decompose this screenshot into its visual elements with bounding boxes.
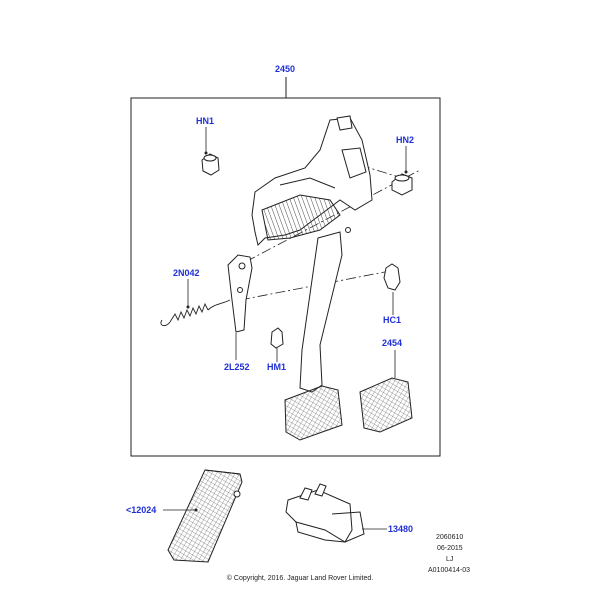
bracket-13480 xyxy=(285,483,365,543)
drawing-ref: A0100414-03 xyxy=(428,567,471,574)
callout-hc1[interactable]: HC1 xyxy=(383,315,402,325)
bracket-2l252 xyxy=(227,254,253,333)
clip-hc1 xyxy=(383,263,401,291)
callout-12024[interactable]: <12024 xyxy=(126,505,157,515)
callout-hn2[interactable]: HN2 xyxy=(396,135,415,145)
copyright-notice: © Copyright, 2016. Jaguar Land Rover Lim… xyxy=(226,575,374,582)
brake-pedal xyxy=(284,231,343,441)
return-spring xyxy=(160,299,231,327)
nut-hn1 xyxy=(201,153,220,176)
clip-hm1 xyxy=(270,327,284,349)
pedal-box-housing xyxy=(251,115,373,246)
accelerator-pedal xyxy=(167,469,243,563)
callout-hm1[interactable]: HM1 xyxy=(267,362,287,372)
callout-hn1[interactable]: HN1 xyxy=(196,116,215,126)
callout-2450[interactable]: 2450 xyxy=(275,64,296,74)
nut-hn2 xyxy=(391,173,413,196)
drawing-date: 06-2015 xyxy=(437,545,463,552)
pedal-pad-2454 xyxy=(359,377,413,433)
drawing-initials: LJ xyxy=(446,556,454,563)
callout-2n042[interactable]: 2N042 xyxy=(173,268,200,278)
callout-2454[interactable]: 2454 xyxy=(382,338,403,348)
drawing-code: 2060610 xyxy=(436,534,464,541)
callout-13480[interactable]: 13480 xyxy=(388,524,414,534)
callout-2l252[interactable]: 2L252 xyxy=(224,362,250,372)
